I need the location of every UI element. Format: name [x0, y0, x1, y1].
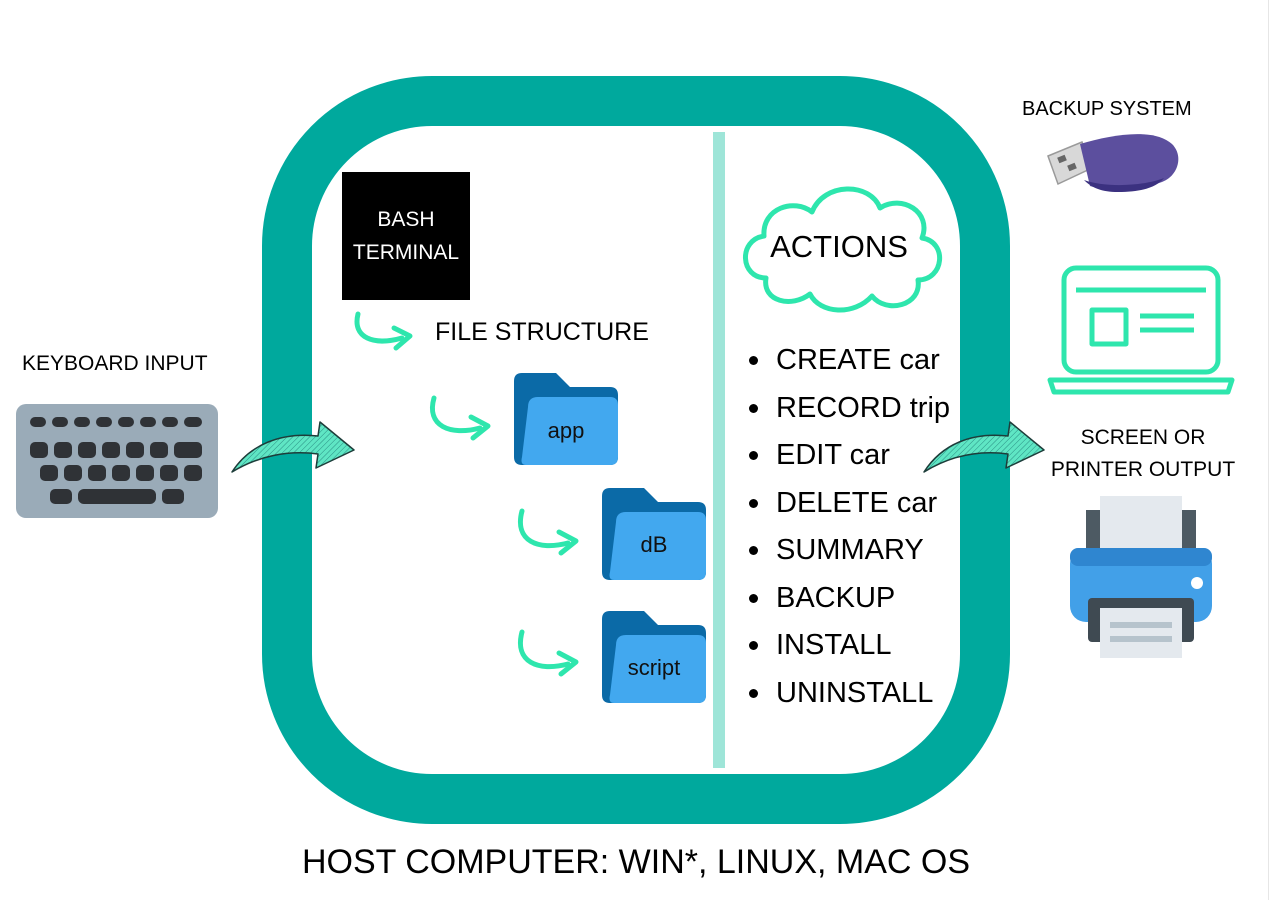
action-label: RECORD trip	[776, 391, 951, 424]
bullet	[749, 451, 758, 461]
folder-icon	[514, 373, 618, 465]
keyboard-input-label: KEYBOARD INPUT	[22, 352, 208, 375]
folder-script: script	[602, 611, 706, 703]
action-item: UNINSTALL	[749, 670, 950, 718]
hook-arrow-icon	[518, 508, 579, 556]
screen-printer-output-label: SCREEN OR PRINTER OUTPUT	[1050, 426, 1236, 481]
actions-list: CREATE car RECORD trip EDIT car DELETE c…	[749, 337, 950, 717]
terminal-line-2: TERMINAL	[352, 241, 460, 264]
page-edge-line	[1268, 0, 1269, 900]
file-structure-label: FILE STRUCTURE	[435, 318, 649, 346]
bullet	[749, 688, 758, 698]
laptop-icon	[1047, 265, 1235, 395]
action-label: SUMMARY	[776, 534, 924, 567]
folder-label: app	[547, 418, 585, 443]
actions-title: ACTIONS	[770, 229, 908, 264]
folder-icon	[602, 611, 706, 703]
action-label: EDIT car	[776, 439, 890, 472]
bullet	[749, 498, 758, 508]
action-item: RECORD trip	[749, 385, 950, 433]
usb-drive-icon	[1047, 134, 1179, 192]
folder-label: script	[627, 655, 681, 680]
action-label: CREATE car	[776, 344, 940, 377]
action-item: SUMMARY	[749, 527, 950, 575]
backup-system-label: BACKUP SYSTEM	[1022, 98, 1192, 120]
hook-arrow-icon	[430, 395, 491, 441]
hook-arrow-icon	[354, 311, 413, 351]
folder-icon	[602, 488, 706, 580]
bullet	[749, 356, 758, 366]
folder-label: dB	[640, 532, 668, 557]
folder-db: dB	[602, 488, 706, 580]
action-item: INSTALL	[749, 622, 950, 670]
bullet	[749, 593, 758, 603]
folder-app: app	[514, 373, 618, 465]
action-item: EDIT car	[749, 432, 950, 480]
hook-arrow-icon	[518, 629, 579, 677]
curved-arrow-icon	[923, 421, 1045, 473]
action-label: INSTALL	[776, 629, 892, 662]
bullet	[749, 546, 758, 556]
action-label: DELETE car	[776, 486, 938, 519]
cloud-icon	[743, 186, 942, 313]
bash-terminal-box: BASH TERMINAL	[342, 172, 470, 300]
host-computer-label: HOST COMPUTER: WIN*, LINUX, MAC OS	[301, 843, 971, 881]
bullet	[749, 641, 758, 651]
action-item: BACKUP	[749, 575, 950, 623]
section-divider	[713, 132, 725, 768]
action-label: UNINSTALL	[776, 676, 934, 709]
curved-arrow-icon	[231, 421, 355, 473]
terminal-line-1: BASH	[377, 208, 435, 231]
keyboard-icon	[16, 404, 218, 518]
action-item: DELETE car	[749, 480, 950, 528]
action-item: CREATE car	[749, 337, 950, 385]
printer-icon	[1070, 496, 1212, 658]
action-label: BACKUP	[776, 581, 896, 614]
bullet	[749, 403, 758, 413]
